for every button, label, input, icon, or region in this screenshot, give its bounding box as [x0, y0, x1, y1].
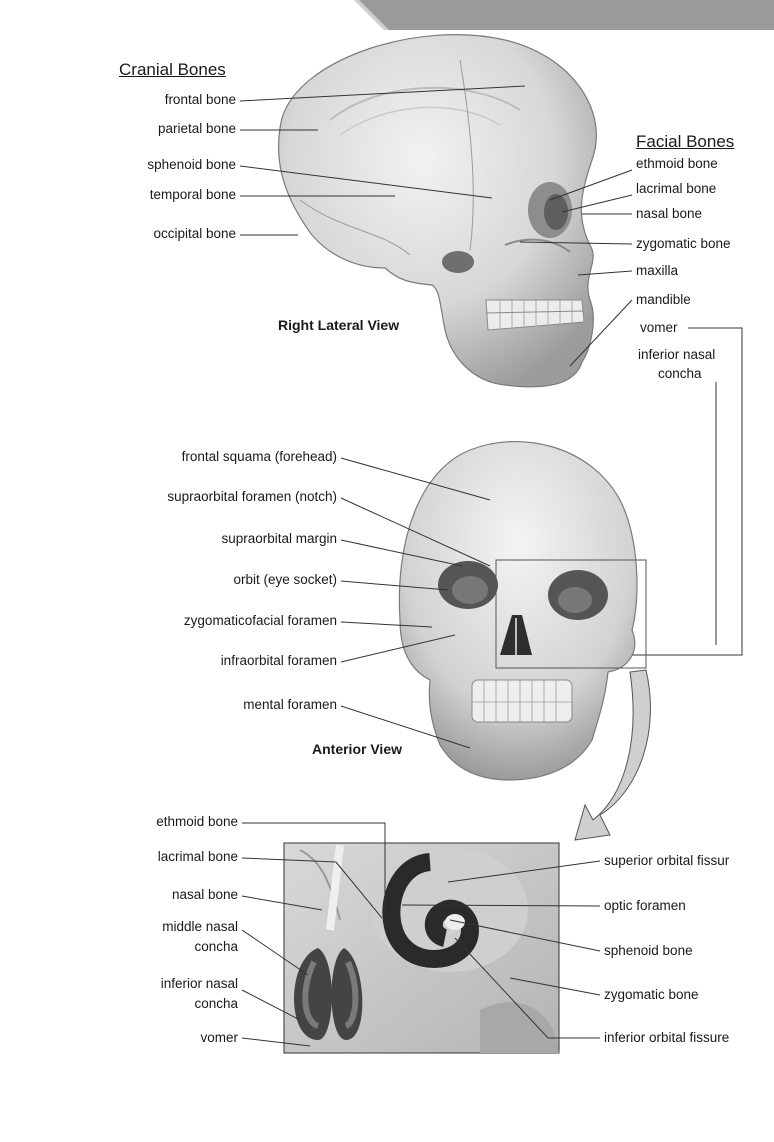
- label-mandible: mandible: [636, 292, 691, 308]
- detail-label-zygomatic-bone: zygomatic bone: [604, 987, 699, 1003]
- label-supraorbital-margin: supraorbital margin: [60, 531, 337, 547]
- detail-label-lacrimal-bone: lacrimal bone: [60, 849, 238, 865]
- orbit-detail-view: [284, 843, 559, 1053]
- label-sphenoid-bone: sphenoid bone: [90, 157, 236, 173]
- label-lacrimal-bone: lacrimal bone: [636, 181, 716, 197]
- label-infraorbital-foramen: infraorbital foramen: [60, 653, 337, 669]
- detail-label-middle-nasal-concha-line1: middle nasal: [60, 919, 238, 935]
- facial-bones-heading: Facial Bones: [636, 132, 734, 152]
- detail-label-nasal-bone: nasal bone: [60, 887, 238, 903]
- lateral-skull: [279, 35, 597, 387]
- detail-label-inferior-nasal-concha-line2: concha: [60, 996, 238, 1012]
- label-zygomatic-bone: zygomatic bone: [636, 236, 731, 252]
- lateral-view-caption: Right Lateral View: [278, 317, 399, 333]
- label-frontal-bone: frontal bone: [90, 92, 236, 108]
- detail-label-inferior-nasal-concha-line1: inferior nasal: [60, 976, 238, 992]
- detail-label-middle-nasal-concha-line2: concha: [60, 939, 238, 955]
- label-parietal-bone: parietal bone: [90, 121, 236, 137]
- label-maxilla: maxilla: [636, 263, 678, 279]
- detail-label-sphenoid-bone: sphenoid bone: [604, 943, 693, 959]
- label-ethmoid-bone: ethmoid bone: [636, 156, 718, 172]
- label-mental-foramen: mental foramen: [60, 697, 337, 713]
- label-occipital-bone: occipital bone: [90, 226, 236, 242]
- detail-label-vomer: vomer: [60, 1030, 238, 1046]
- label-inferior-nasal-concha-line2: concha: [658, 366, 702, 382]
- anterior-view-caption: Anterior View: [312, 741, 402, 757]
- label-orbit: orbit (eye socket): [60, 572, 337, 588]
- anterior-skull: [399, 442, 637, 780]
- cranial-bones-heading: Cranial Bones: [119, 60, 226, 80]
- label-vomer: vomer: [640, 320, 678, 336]
- detail-label-inferior-orbital-fissure: inferior orbital fissure: [604, 1030, 772, 1046]
- label-frontal-squama: frontal squama (forehead): [60, 449, 337, 465]
- detail-label-superior-orbital-fissure: superior orbital fissur: [604, 853, 772, 869]
- label-temporal-bone: temporal bone: [90, 187, 236, 203]
- label-inferior-nasal-concha-line1: inferior nasal: [638, 347, 715, 363]
- label-nasal-bone: nasal bone: [636, 206, 702, 222]
- label-supraorbital-foramen: supraorbital foramen (notch): [60, 489, 337, 505]
- label-zygomaticofacial-foramen: zygomaticofacial foramen: [60, 613, 337, 629]
- detail-label-ethmoid-bone: ethmoid bone: [60, 814, 238, 830]
- detail-label-optic-foramen: optic foramen: [604, 898, 686, 914]
